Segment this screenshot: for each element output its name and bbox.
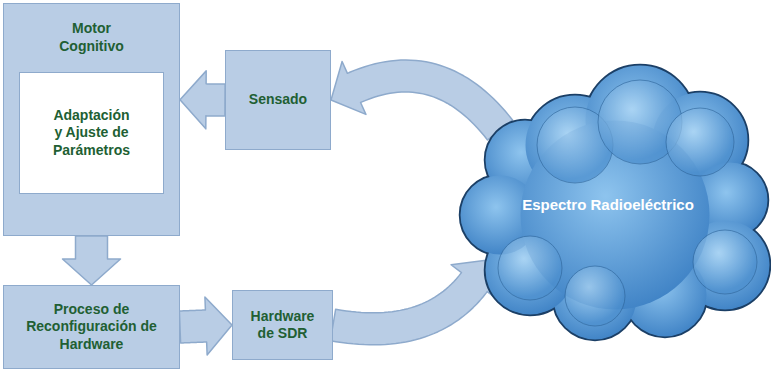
box-label: Proceso de Reconfiguración de Hardware	[24, 301, 159, 354]
block-arrow	[330, 260, 497, 345]
box-label: Hardware de SDR	[243, 308, 323, 343]
block-arrow	[179, 297, 232, 355]
sdr-hardware-box: Hardware de SDR	[232, 290, 333, 360]
box-heading: Motor Cognitivo	[47, 20, 137, 55]
block-arrow	[331, 60, 513, 140]
box-label: Adaptación y Ajuste de Parámetros	[49, 107, 135, 160]
cloud-shape	[445, 50, 771, 340]
block-arrow	[180, 71, 225, 129]
adaptation-box: Adaptación y Ajuste de Parámetros	[19, 72, 164, 194]
cloud-label: Espectro Radioeléctrico	[522, 196, 694, 215]
sensing-box: Sensado	[225, 50, 331, 150]
spectrum-cloud: Espectro Radioeléctrico	[445, 50, 771, 340]
box-label: Sensado	[249, 91, 307, 109]
cognitive-engine-box: Motor CognitivoAdaptación y Ajuste de Pa…	[3, 3, 180, 236]
reconfiguration-box: Proceso de Reconfiguración de Hardware	[3, 285, 180, 369]
block-arrow	[63, 236, 121, 285]
